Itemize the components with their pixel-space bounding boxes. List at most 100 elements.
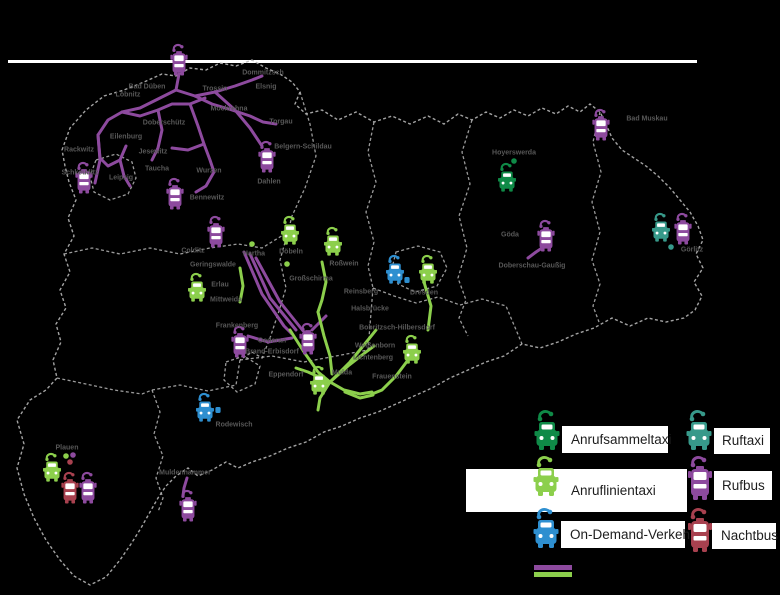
anruflinientaxi-route-line	[316, 310, 334, 376]
town-label-bad-d-ben: Bad Düben	[129, 84, 166, 91]
nachtbus-marker	[60, 471, 80, 504]
rufbus-marker	[257, 140, 277, 173]
legend-label-nachtbus: Nachtbus	[721, 528, 779, 543]
rufbus-route-line	[254, 256, 306, 334]
anruflinientaxi-marker	[323, 226, 343, 257]
town-label-doberschau-gau-ig: Doberschau-Gaußig	[499, 263, 566, 270]
town-label-g-da: Göda	[501, 232, 519, 239]
town-label-l-bnitz: Löbnitz	[116, 92, 141, 99]
rufbus-marker	[78, 471, 98, 504]
anruflinientaxi-route-line	[238, 266, 245, 304]
town-label-reinsberg: Reinsberg	[344, 289, 378, 296]
anruflinientaxi-marker	[418, 254, 438, 285]
anruflinientaxi-route-line	[316, 380, 332, 412]
anruflinientaxi-marker	[280, 215, 300, 246]
anrufsammeltaxi-marker	[497, 162, 517, 193]
town-label-dobersch-tz: Doberschütz	[143, 120, 186, 127]
town-label-bad-muskau: Bad Muskau	[626, 116, 667, 123]
town-label-rackwitz: Rackwitz	[64, 147, 94, 154]
town-label-eppendorf: Eppendorf	[269, 372, 305, 379]
rufbus-route-line	[242, 250, 294, 336]
rufbus-route-line	[120, 96, 207, 118]
rufbus-route-line	[193, 94, 278, 126]
anrufsammeltaxi-legend-icon	[534, 410, 560, 452]
district-boundary	[63, 231, 289, 255]
town-label-bennewitz: Bennewitz	[190, 195, 225, 202]
town-label-g-rlitz: Görlitz	[681, 247, 704, 254]
town-label-bobritzsch-hilbersdorf: Bobritzsch-Hilbersdorf	[359, 325, 436, 332]
town-label-elsnig: Elsnig	[255, 84, 276, 91]
rufbus-marker	[165, 177, 185, 210]
town-label-mulda: Mulda	[332, 370, 352, 377]
town-label-geringswalde: Geringswalde	[190, 262, 236, 269]
town-label-gro-schirma: Großschirma	[289, 276, 333, 283]
town-label-ro-wein: Roßwein	[329, 261, 358, 268]
anruflinientaxi-route-line	[370, 358, 410, 396]
town-label-mockrehna: Mockrehna	[211, 106, 248, 113]
town-label-plauen: Plauen	[56, 445, 79, 452]
district-boundary	[151, 359, 241, 392]
town-label-eilenburg: Eilenburg	[110, 134, 142, 141]
town-label-belgern-schildau: Belgern-Schildau	[274, 144, 332, 151]
city-boundary	[223, 355, 261, 393]
nachtbus-legend-icon	[687, 508, 713, 552]
rufbus-route-line	[174, 74, 264, 98]
district-boundary	[287, 91, 317, 233]
legend-label-anruflinientaxi: Anruflinientaxi	[571, 483, 656, 498]
rufbus-marker	[536, 219, 556, 252]
ruftaxi-legend-icon	[686, 410, 712, 452]
town-label-wei-enborn: Weißenborn	[355, 343, 395, 350]
town-label-rodewisch: Rodewisch	[216, 422, 253, 429]
rufbus-route-line	[246, 334, 294, 344]
district-boundary	[151, 389, 164, 513]
district-boundary	[457, 119, 473, 337]
town-label-trossin: Trossin	[203, 86, 228, 93]
town-label-dommitzsch: Dommitzsch	[242, 70, 284, 77]
town-label-frankenberg: Frankenberg	[216, 323, 258, 330]
town-label-erlau: Erlau	[211, 282, 229, 289]
anruflinientaxi-route-line	[422, 280, 433, 332]
ruftaxi-dot	[668, 244, 674, 250]
district-boundary	[239, 231, 289, 361]
anruflinientaxi-dot	[284, 261, 290, 267]
district-boundary	[56, 377, 153, 395]
anrufsammeltaxi-dot	[511, 158, 517, 164]
anruflinientaxi-dot	[249, 241, 255, 247]
nachtbus-dot	[67, 459, 73, 465]
rufbus-marker	[178, 489, 198, 522]
ondemand-legend-icon	[533, 508, 559, 550]
town-label-wurzen: Wurzen	[196, 168, 221, 175]
district-boundary	[239, 287, 374, 363]
saxony-outer-boundary	[16, 59, 704, 586]
town-label-hartha: Hartha	[243, 251, 265, 258]
anruflinientaxi-route-line	[343, 390, 375, 400]
town-label-muldenhammer: Muldenhammer	[159, 470, 211, 477]
ondemand-dot	[215, 407, 221, 413]
rufbus-dot	[70, 452, 76, 458]
town-label-hoyerswerda: Hoyerswerda	[492, 150, 536, 157]
legend-item-box-ruftaxi	[714, 428, 770, 454]
legend-item-box-rufbus	[714, 471, 772, 500]
ondemand-marker	[195, 392, 215, 423]
town-label-mittweida: Mittweida	[210, 297, 242, 304]
legend-label-ondemand: On-Demand-Verkehr	[570, 527, 695, 542]
city-boundary	[89, 153, 137, 201]
legend-line-swatch-rufbus	[534, 565, 572, 570]
anruflinientaxi-dot	[63, 453, 69, 459]
legend-item-box-ondemand	[561, 521, 685, 548]
anruflinientaxi-legend-icon	[533, 456, 559, 498]
rufbus-route-line	[188, 102, 216, 174]
town-label-jesewitz: Jesewitz	[139, 149, 168, 156]
district-boundary	[372, 287, 523, 345]
town-label-halsbr-cke: Halsbrücke	[351, 306, 389, 313]
legend-line-swatch-anruflinientaxi	[534, 572, 572, 577]
anruflinientaxi-route-line	[328, 328, 378, 384]
ondemand-dot	[404, 277, 410, 283]
district-boundary	[591, 111, 602, 323]
town-label-lichtenberg: Lichtenberg	[353, 355, 393, 362]
anruflinientaxi-marker	[402, 334, 422, 365]
town-label-schkeuditz: Schkeuditz	[62, 170, 99, 177]
rufbus-marker	[206, 215, 226, 248]
district-boundary	[365, 121, 377, 289]
